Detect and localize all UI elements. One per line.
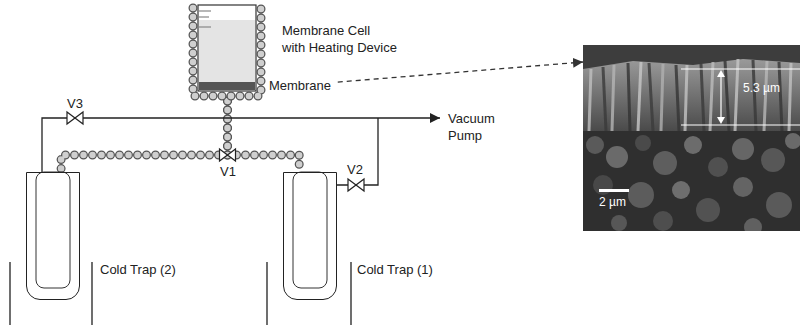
valve-label: V2 <box>347 161 363 178</box>
cold-trap: Cold Trap (1) <box>283 172 337 300</box>
valve-label-holder: V1 <box>220 163 236 180</box>
valve-symbol <box>348 179 364 191</box>
valve-label: V3 <box>67 95 83 112</box>
dewar-vessel <box>267 262 351 325</box>
trap-heading: Cold Trap (1) <box>357 261 433 278</box>
membrane-cell: Membrane Cell with Heating Device <box>189 4 266 101</box>
edge-label-holder: Membrane <box>266 78 334 93</box>
vacuum-line <box>337 118 378 185</box>
inner-tube <box>36 172 70 288</box>
thickness-label-holder: 5.3 µm <box>743 81 780 96</box>
sem-image <box>583 45 800 236</box>
sem-micrograph: 5.3 µm 2 µm <box>583 45 800 231</box>
cell-heading-holder: Membrane Cell with Heating Device <box>282 22 414 56</box>
valve-symbol <box>220 149 236 161</box>
valve-symbol <box>67 112 83 124</box>
pipe-connector <box>228 101 300 172</box>
thickness-label: 5.3 µm <box>743 81 780 96</box>
trap-heading-holder: Cold Trap (1) <box>357 261 433 278</box>
membrane-cell-drawing <box>193 5 261 96</box>
pipe-connector <box>61 101 227 172</box>
pump-label-holder: Vacuum Pump <box>448 110 510 144</box>
valve-label-holder: V2 <box>347 161 363 178</box>
valve-label: V1 <box>220 163 236 180</box>
cold-trap: Cold Trap (2) <box>26 172 80 300</box>
scale-label: 2 µm <box>599 195 626 210</box>
vacuum-line <box>42 118 440 172</box>
trap-heading: Cold Trap (2) <box>100 261 176 278</box>
inner-tube <box>293 172 327 288</box>
edge-label: Membrane <box>266 78 334 93</box>
pump-label: Vacuum Pump <box>448 110 510 144</box>
cell-heading: Membrane Cell with Heating Device <box>282 22 414 56</box>
scale-label-holder: 2 µm <box>599 195 626 210</box>
trap-heading-holder: Cold Trap (2) <box>100 261 176 278</box>
valve-label-holder: V3 <box>67 95 83 112</box>
